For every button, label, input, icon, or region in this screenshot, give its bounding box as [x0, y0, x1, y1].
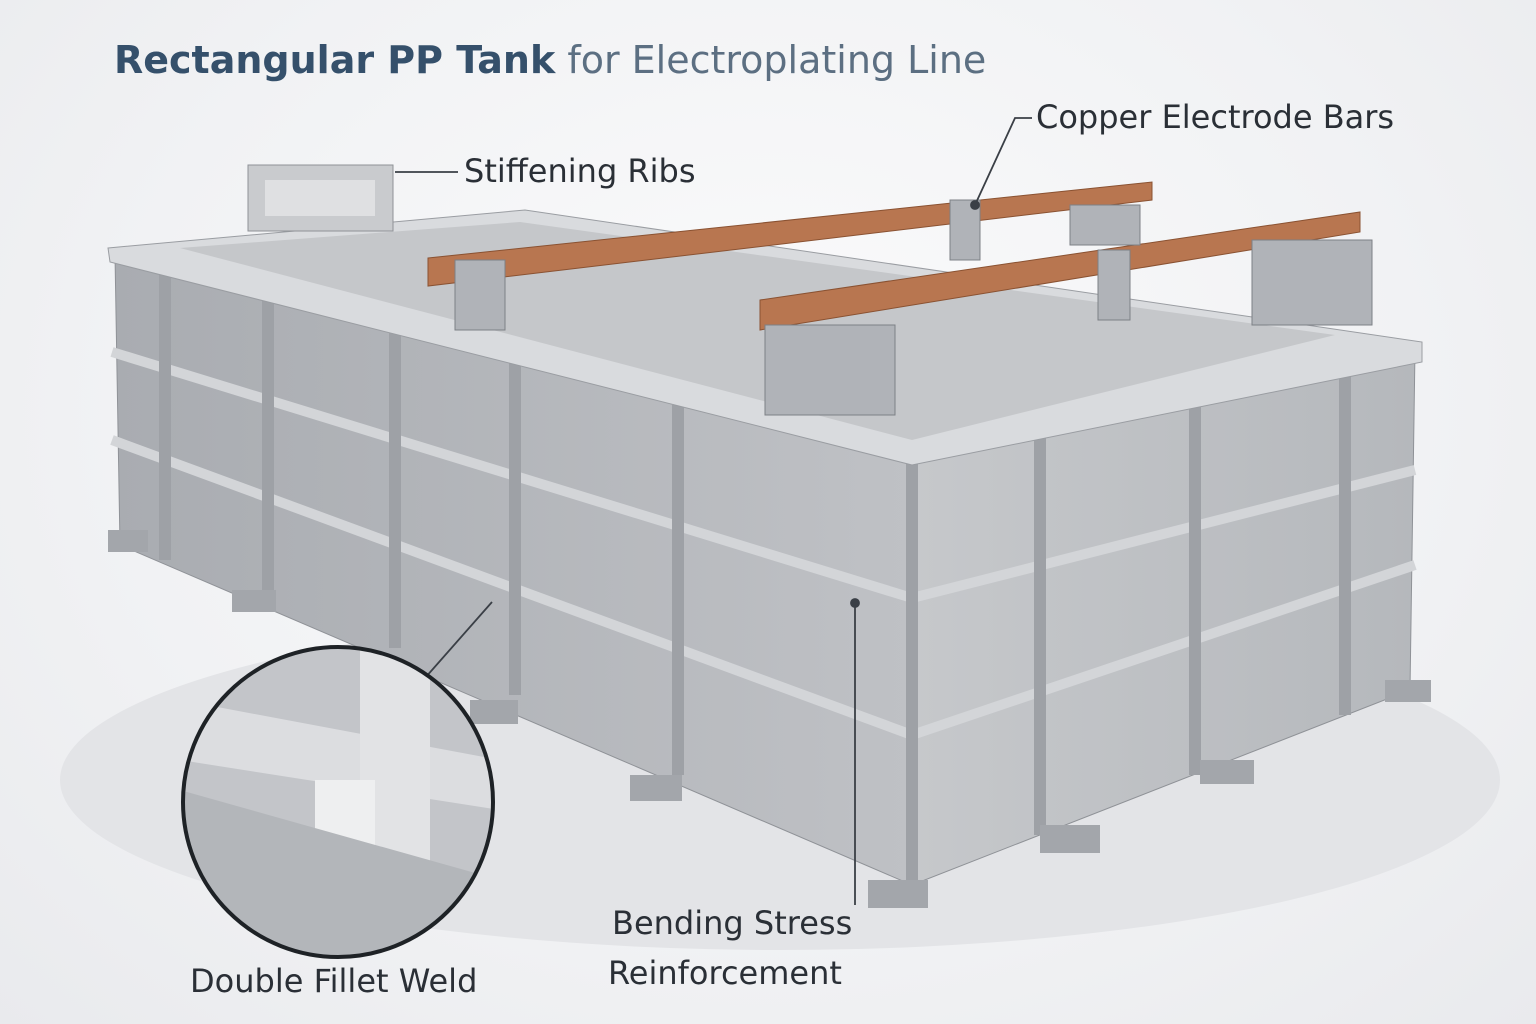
bracket-plate [265, 180, 375, 216]
title-rest: for Electroplating Line [555, 38, 987, 82]
label-double-fillet-weld: Double Fillet Weld [190, 962, 478, 1000]
label-bending-stress-1: Bending Stress [612, 904, 853, 942]
weld-detail-border [181, 645, 495, 959]
title-bold: Rectangular PP Tank [114, 38, 556, 82]
copper-electrode-bars [427, 181, 1373, 416]
tank-feet [108, 530, 1431, 908]
page-title: Rectangular PP Tank for Electroplating L… [114, 38, 986, 82]
label-copper-electrode-bars: Copper Electrode Bars [1036, 98, 1395, 136]
weld-detail-inset [183, 647, 493, 957]
vertical-ribs [159, 268, 1351, 885]
leader-lines [395, 117, 1032, 905]
label-bending-stress-2: Reinforcement [608, 954, 842, 992]
label-stiffening-ribs: Stiffening Ribs [464, 152, 696, 190]
